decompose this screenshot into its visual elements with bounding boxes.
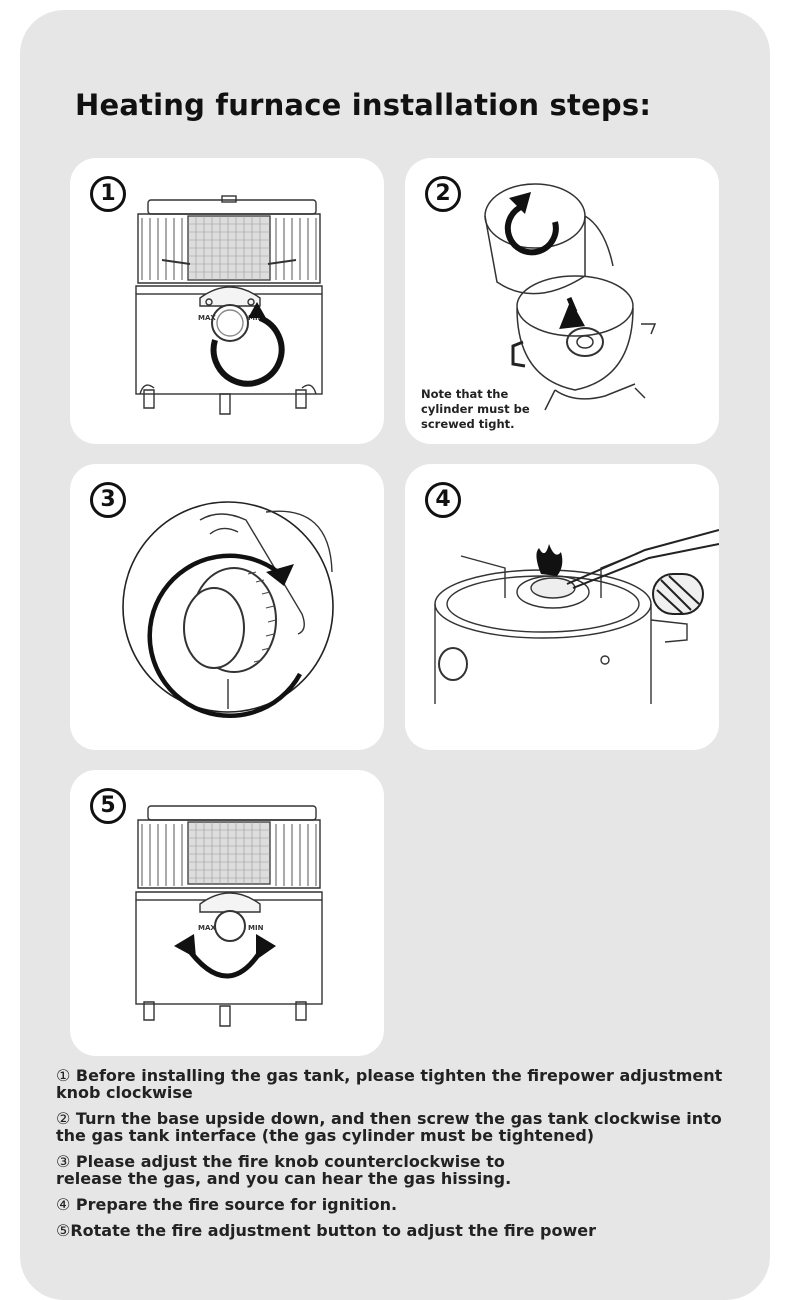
flame-icon	[536, 544, 563, 576]
step-2-card: 2 Note that the cylinder must be screwed…	[405, 158, 719, 444]
step-item: ④ Prepare the fire source for ignition.	[56, 1195, 398, 1214]
knob-closeup-illustration	[122, 501, 334, 719]
step-4-card: 4	[405, 464, 719, 750]
step-item: ⑤Rotate the fire adjustment button to ad…	[56, 1221, 597, 1240]
svg-text:MAX: MAX	[198, 924, 216, 932]
step-item: ① Before installing the gas tank, please…	[56, 1066, 723, 1102]
fire-adjust-illustration: MAX MIN	[135, 805, 323, 1027]
max-label: MAX	[198, 314, 216, 322]
bidirectional-arrow-icon	[183, 940, 269, 979]
step-3-card: 3	[70, 464, 384, 750]
lighter-icon	[566, 529, 719, 615]
steps-list: ① Before installing the gas tank, please…	[56, 1067, 756, 1248]
svg-text:MIN: MIN	[248, 924, 264, 932]
step-number-badge: 2	[425, 176, 461, 212]
clockwise-arrow-icon	[210, 315, 285, 387]
step-number-badge: 3	[90, 482, 126, 518]
step-1-card: MAX MIN 1	[70, 158, 384, 444]
tank-note: Note that the cylinder must be screwed t…	[421, 387, 530, 431]
step-5-card: MAX MIN 5	[70, 770, 384, 1056]
step-item: ② Turn the base upside down, and then sc…	[56, 1109, 722, 1145]
ignition-illustration	[434, 529, 719, 704]
gas-tank-illustration	[484, 183, 657, 411]
step-number-badge: 5	[90, 788, 126, 824]
rotate-arrow-icon	[504, 203, 559, 256]
counterclockwise-arrow-icon	[147, 553, 302, 719]
step-item: ③ Please adjust the fire knob counterclo…	[56, 1152, 512, 1188]
step-number-badge: 1	[90, 176, 126, 212]
step-number-badge: 4	[425, 482, 461, 518]
heater-front-illustration: MAX MIN	[135, 195, 323, 415]
page-title: Heating furnace installation steps:	[75, 88, 652, 122]
down-arrow-icon	[559, 297, 586, 329]
